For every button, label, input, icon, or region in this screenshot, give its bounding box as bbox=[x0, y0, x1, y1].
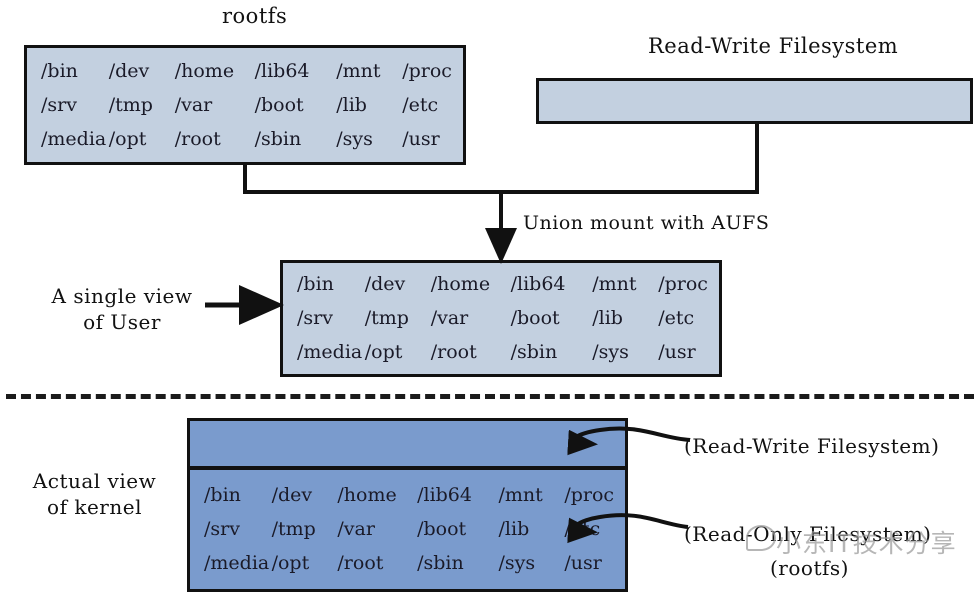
fs-entry: /var bbox=[430, 307, 469, 329]
fs-entry: /sys bbox=[498, 552, 536, 574]
fs-entry: /usr bbox=[564, 552, 602, 574]
read-write-filesystem-title: Read-Write Filesystem bbox=[648, 34, 899, 58]
watermark-text: 小东IT技术分享 bbox=[776, 529, 957, 558]
fs-entry: /etc bbox=[564, 518, 601, 540]
fs-row: /media /opt /root /sbin /sys /usr bbox=[41, 122, 463, 156]
fs-entry: /opt bbox=[364, 341, 403, 363]
fs-entry: /srv bbox=[297, 307, 333, 329]
fs-entry: /home bbox=[430, 273, 491, 295]
fs-entry: /lib bbox=[336, 93, 367, 116]
fs-entry: /var bbox=[174, 93, 213, 116]
kernel-layer-listing: /bin /dev /home /lib64 /mnt /proc /srv /… bbox=[190, 470, 625, 589]
rootfs-box: /bin /dev /home /lib64 /mnt /proc /srv /… bbox=[24, 45, 466, 165]
fs-row: /srv /tmp /var /boot /lib /etc bbox=[204, 513, 625, 547]
kernel-view-line-2: of kernel bbox=[47, 495, 142, 519]
fs-entry: /root bbox=[430, 341, 477, 363]
fs-row: /bin /dev /home /lib64 /mnt /proc bbox=[297, 268, 719, 302]
kernel-view-line-1: Actual view bbox=[32, 469, 157, 493]
fs-entry: /root bbox=[174, 127, 221, 150]
fs-entry: /root bbox=[337, 552, 384, 574]
fs-entry: /sys bbox=[592, 341, 629, 363]
fs-row: /srv /tmp /var /boot /lib /etc bbox=[41, 88, 463, 122]
fs-entry: /tmp bbox=[271, 518, 316, 540]
fs-entry: /proc bbox=[658, 273, 708, 295]
fs-entry: /bin bbox=[204, 484, 241, 506]
fs-entry: /bin bbox=[297, 273, 334, 295]
fs-entry: /bin bbox=[41, 59, 78, 82]
fs-entry: /lib64 bbox=[510, 273, 566, 295]
fs-entry: /tmp bbox=[108, 93, 153, 116]
fs-entry: /lib bbox=[498, 518, 530, 540]
fs-entry: /home bbox=[337, 484, 397, 506]
fs-entry: /etc bbox=[658, 307, 695, 329]
fs-entry: /lib64 bbox=[417, 484, 472, 506]
fs-entry: /dev bbox=[364, 273, 406, 295]
fs-entry: /srv bbox=[204, 518, 240, 540]
fs-entry: /lib bbox=[592, 307, 623, 329]
union-mount-note: Union mount with AUFS bbox=[523, 212, 770, 234]
single-view-line-1: A single view bbox=[51, 284, 193, 308]
fs-entry: /var bbox=[337, 518, 375, 540]
fs-entry: /usr bbox=[658, 341, 696, 363]
annotation-read-only-sub: (rootfs) bbox=[770, 556, 849, 580]
fs-row: /media /opt /root /sbin /sys /usr bbox=[204, 547, 625, 581]
rootfs-title: rootfs bbox=[222, 4, 288, 28]
fs-entry: /lib64 bbox=[254, 59, 310, 82]
connector-rootfs-down bbox=[243, 163, 247, 194]
fs-entry: /sys bbox=[336, 127, 373, 150]
annotation-read-only: (Read-Only Filesystem) bbox=[684, 522, 932, 546]
fs-row: /srv /tmp /var /boot /lib /etc bbox=[297, 302, 719, 336]
fs-entry: /mnt bbox=[498, 484, 543, 506]
fs-entry: /media bbox=[297, 341, 363, 363]
annotation-read-write: (Read-Write Filesystem) bbox=[684, 434, 940, 458]
connector-rw-down bbox=[755, 122, 759, 194]
fs-entry: /media bbox=[41, 127, 107, 150]
fs-entry: /opt bbox=[108, 127, 147, 150]
fs-entry: /boot bbox=[254, 93, 304, 116]
rootfs-listing: /bin /dev /home /lib64 /mnt /proc /srv /… bbox=[27, 48, 463, 162]
single-view-line-2: of User bbox=[83, 310, 161, 334]
union-view-box: /bin /dev /home /lib64 /mnt /proc /srv /… bbox=[280, 260, 722, 377]
union-view-listing: /bin /dev /home /lib64 /mnt /proc /srv /… bbox=[283, 263, 719, 374]
fs-entry: /home bbox=[174, 59, 235, 82]
kernel-read-write-layer bbox=[187, 418, 628, 469]
fs-row: /media /opt /root /sbin /sys /usr bbox=[297, 336, 719, 370]
watermark-badge-icon bbox=[746, 525, 776, 551]
fs-entry: /mnt bbox=[592, 273, 637, 295]
connector-union-stem bbox=[499, 190, 503, 238]
fs-entry: /tmp bbox=[364, 307, 409, 329]
kernel-read-only-layer: /bin /dev /home /lib64 /mnt /proc /srv /… bbox=[187, 467, 628, 592]
fs-entry: /mnt bbox=[336, 59, 381, 82]
fs-entry: /opt bbox=[271, 552, 310, 574]
fs-entry: /dev bbox=[108, 59, 150, 82]
fs-row: /bin /dev /home /lib64 /mnt /proc bbox=[41, 54, 463, 88]
fs-entry: /proc bbox=[564, 484, 615, 506]
fs-entry: /sbin bbox=[417, 552, 464, 574]
fs-entry: /etc bbox=[402, 93, 439, 116]
fs-entry: /boot bbox=[510, 307, 560, 329]
fs-entry: /sbin bbox=[254, 127, 302, 150]
fs-entry: /dev bbox=[271, 484, 313, 506]
fs-entry: /usr bbox=[402, 127, 440, 150]
fs-entry: /boot bbox=[417, 518, 467, 540]
fs-entry: /proc bbox=[402, 59, 452, 82]
fs-entry: /media bbox=[204, 552, 270, 574]
user-kernel-separator bbox=[6, 394, 974, 399]
fs-entry: /sbin bbox=[510, 341, 558, 363]
fs-row: /bin /dev /home /lib64 /mnt /proc bbox=[204, 479, 625, 513]
fs-entry: /srv bbox=[41, 93, 77, 116]
read-write-filesystem-box bbox=[536, 78, 973, 124]
